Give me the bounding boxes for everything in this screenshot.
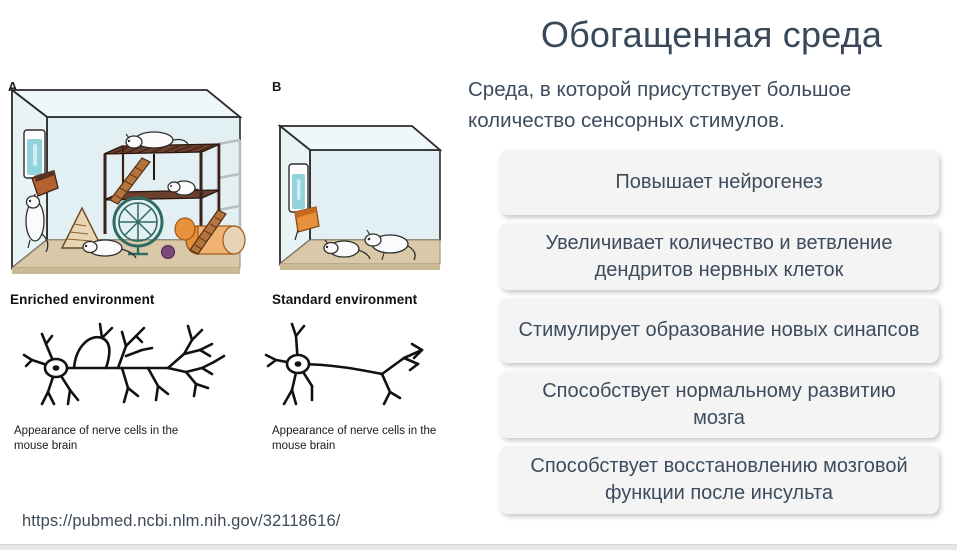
source-url[interactable]: https://pubmed.ncbi.nlm.nih.gov/32118616… bbox=[22, 512, 341, 530]
benefit-card-text: Стимулирует образование новых синапсов bbox=[518, 319, 920, 342]
benefit-card[interactable]: Повышает нейрогенез bbox=[499, 150, 939, 215]
benefit-card[interactable]: Способствует восстановлению мозговой фун… bbox=[499, 446, 939, 514]
toy-ball bbox=[160, 244, 176, 260]
page-subtitle: Среда, в которой присутствует большое ко… bbox=[468, 78, 852, 133]
benefit-card[interactable]: Увеличивает количество и ветвление дендр… bbox=[499, 223, 939, 291]
enriched-neuron-caption: Appearance of nerve cells in the mouse b… bbox=[14, 425, 179, 452]
mouse-standing bbox=[25, 195, 49, 253]
running-wheel bbox=[112, 196, 164, 256]
standard-cage-svg bbox=[277, 124, 443, 270]
standard-neuron-caption: Appearance of nerve cells in the mouse b… bbox=[272, 425, 437, 452]
mouse-upper bbox=[125, 131, 189, 149]
benefit-card-text: Увеличивает количество и ветвление дендр… bbox=[545, 232, 893, 281]
benefit-card-list: Повышает нейрогенез Увеличивает количест… bbox=[499, 150, 939, 514]
page-title: Обогащенная среда bbox=[540, 14, 883, 55]
standard-neuron-svg bbox=[264, 322, 424, 406]
figure-panel: A B bbox=[2, 79, 467, 530]
benefit-card[interactable]: Способствует нормальному развитию мозга bbox=[499, 371, 939, 439]
content-panel: Обогащенная среда Среда, в которой прису… bbox=[466, 0, 957, 545]
mouse-floor bbox=[82, 239, 137, 259]
standard-neuron-illustration bbox=[262, 320, 467, 415]
benefit-card-text: Способствует восстановлению мозговой фун… bbox=[530, 455, 908, 504]
enriched-cage-svg bbox=[9, 88, 246, 274]
standard-cage-illustration bbox=[272, 122, 467, 282]
enriched-environment-label: Enriched environment bbox=[10, 292, 155, 307]
benefit-card[interactable]: Стимулирует образование новых синапсов bbox=[499, 298, 939, 364]
panel-a-letter: A bbox=[8, 79, 18, 94]
mouse-right bbox=[364, 229, 416, 261]
enriched-neuron-svg bbox=[22, 322, 226, 406]
benefit-card-text: Способствует нормальному развитию мозга bbox=[542, 380, 896, 429]
panel-b-letter: B bbox=[272, 79, 282, 94]
enriched-cage-illustration bbox=[2, 82, 260, 282]
mouse-left bbox=[323, 239, 371, 260]
slide-bottom-edge bbox=[0, 544, 957, 550]
standard-environment-label: Standard environment bbox=[272, 292, 418, 307]
benefit-card-text: Повышает нейрогенез bbox=[615, 171, 823, 194]
mouse-lower bbox=[167, 180, 204, 196]
enriched-neuron-illustration bbox=[18, 316, 233, 416]
